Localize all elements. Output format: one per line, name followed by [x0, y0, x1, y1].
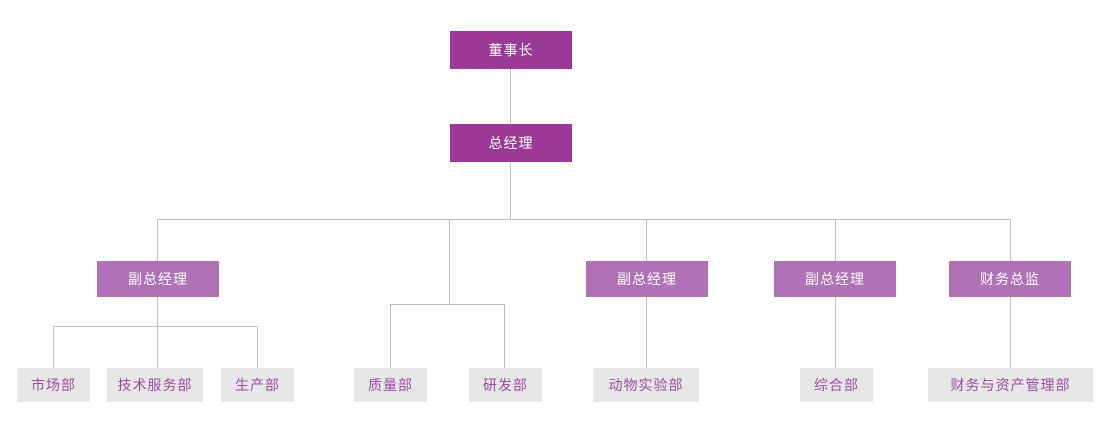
- connector-line: [646, 297, 647, 368]
- node-dept-general-affairs: 综合部: [800, 368, 873, 402]
- node-dept-general-affairs-label: 综合部: [814, 377, 859, 393]
- connector-line: [449, 219, 450, 305]
- node-deputy-gm-3: 副总经理: [774, 261, 896, 297]
- node-dept-quality: 质量部: [354, 368, 427, 402]
- connector-line: [157, 219, 158, 262]
- connector-line: [53, 326, 258, 327]
- connector-line: [390, 304, 391, 368]
- node-finance-director: 财务总监: [949, 261, 1071, 297]
- connector-line: [504, 304, 505, 368]
- connector-line: [257, 326, 258, 368]
- node-dept-tech-service-label: 技术服务部: [117, 377, 193, 393]
- connector-line: [157, 219, 1011, 220]
- node-dept-finance-asset-management-label: 财务与资产管理部: [950, 377, 1071, 393]
- node-general-manager: 总经理: [450, 124, 572, 162]
- node-deputy-gm-1: 副总经理: [97, 261, 219, 297]
- node-dept-tech-service: 技术服务部: [107, 368, 203, 402]
- connector-line: [646, 219, 647, 261]
- node-chairman-label: 董事长: [488, 42, 534, 58]
- connector-line: [1010, 219, 1011, 261]
- connector-line: [510, 162, 511, 220]
- node-dept-animal-lab-label: 动物实验部: [608, 377, 684, 393]
- node-dept-quality-label: 质量部: [368, 377, 413, 393]
- connector-line: [510, 69, 511, 124]
- node-deputy-gm-2-label: 副总经理: [617, 271, 677, 287]
- node-dept-rd-label: 研发部: [483, 377, 528, 393]
- node-dept-production-label: 生产部: [235, 377, 280, 393]
- node-dept-marketing: 市场部: [17, 368, 90, 402]
- node-general-manager-label: 总经理: [488, 135, 534, 151]
- node-finance-director-label: 财务总监: [980, 271, 1040, 287]
- node-dept-marketing-label: 市场部: [31, 377, 76, 393]
- node-deputy-gm-2: 副总经理: [586, 261, 708, 297]
- connector-line: [157, 297, 158, 368]
- connector-line: [390, 304, 505, 305]
- node-dept-rd: 研发部: [469, 368, 542, 402]
- connector-line: [53, 326, 54, 368]
- connector-line: [835, 219, 836, 261]
- node-dept-finance-asset-management: 财务与资产管理部: [928, 368, 1093, 402]
- node-chairman: 董事长: [450, 31, 572, 69]
- connector-line: [1010, 297, 1011, 368]
- node-deputy-gm-1-label: 副总经理: [128, 271, 188, 287]
- connector-line: [835, 297, 836, 368]
- node-deputy-gm-3-label: 副总经理: [805, 271, 865, 287]
- node-dept-animal-lab: 动物实验部: [593, 368, 699, 402]
- node-dept-production: 生产部: [221, 368, 294, 402]
